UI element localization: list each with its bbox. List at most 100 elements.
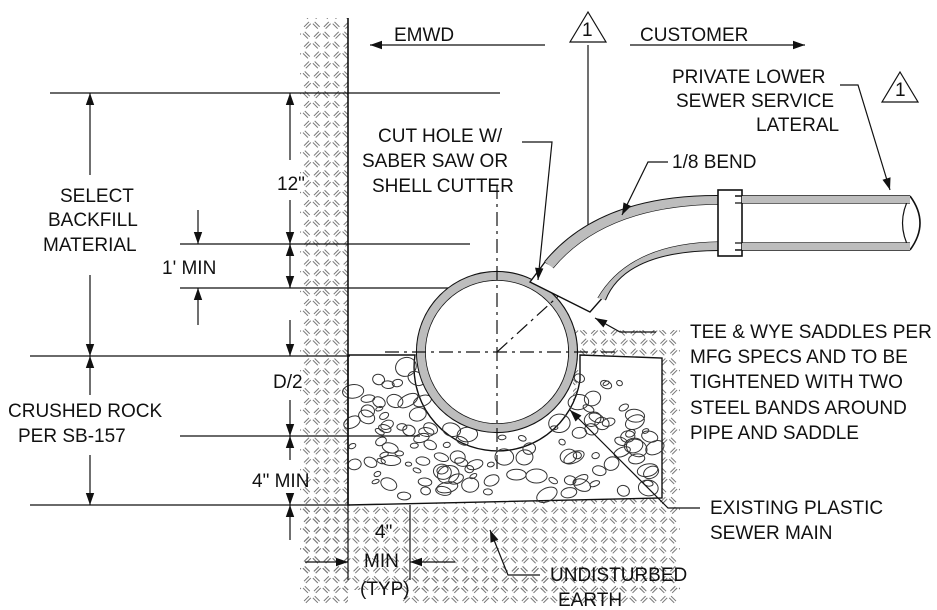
gravel-stone [548, 413, 571, 434]
label-main-1: EXISTING PLASTIC [710, 498, 883, 519]
gravel-stone [448, 473, 464, 485]
gravel-stone [386, 393, 404, 409]
gravel-stone [343, 415, 361, 430]
sewer-main-pipe [385, 185, 620, 470]
gravel-stone [395, 356, 417, 377]
label-customer: CUSTOMER [640, 25, 748, 46]
gravel-stone [466, 459, 484, 471]
gravel-stone [559, 448, 578, 464]
revision-triangle-2 [880, 70, 920, 103]
gravel-stone [623, 437, 644, 454]
rev-mark-2: 1 [895, 80, 906, 101]
gravel-stone [415, 456, 431, 466]
gravel-stone [522, 442, 537, 455]
label-earth-2: EARTH [558, 590, 622, 610]
gravel-stone [483, 474, 500, 487]
label-dim-4min: 4" MIN [252, 471, 309, 492]
label-cut-3: SHELL CUTTER [372, 176, 514, 197]
label-tee-1: TEE & WYE SADDLES PER [690, 322, 932, 343]
gravel-stone [381, 442, 399, 454]
gravel-stone [455, 435, 469, 446]
gravel-stone [469, 472, 478, 480]
gravel-stone [371, 478, 380, 485]
label-dim-typ: (TYP) [360, 579, 410, 600]
leaders [489, 84, 891, 576]
gravel-stone [572, 451, 582, 460]
label-tee-3: TIGHTENED WITH TWO [690, 372, 903, 393]
label-cut-2: SABER SAW OR [362, 151, 508, 172]
gravel-stone [373, 470, 382, 478]
dimension-lines [30, 92, 500, 580]
gravel-stone [592, 465, 607, 477]
gravel-stone [372, 396, 386, 408]
gravel-stone [396, 423, 408, 431]
gravel-stone [558, 438, 566, 446]
gravel-stone [380, 419, 394, 430]
gravel-stone [442, 422, 462, 438]
gravel-stone [548, 476, 559, 485]
revision-triangle [568, 10, 608, 43]
crushed-rock-bedding [342, 354, 665, 506]
gravel-stone [436, 481, 459, 494]
rev-mark-1: 1 [582, 20, 593, 41]
gravel-stone [442, 441, 451, 449]
property-division [370, 10, 920, 225]
label-select-3: MATERIAL [43, 235, 137, 256]
gravel-stone [381, 380, 395, 390]
gravel-stone [464, 464, 475, 474]
gravel-stone [494, 448, 515, 466]
gravel-stone [423, 422, 439, 435]
label-private-2: SEWER SERVICE [676, 91, 834, 112]
gravel-stone [641, 430, 659, 443]
gravel-stone [641, 428, 650, 434]
gravel-stone [432, 463, 452, 480]
gravel-stone [358, 409, 376, 425]
gravel-stone [412, 467, 422, 474]
gravel-stone [603, 456, 620, 471]
gravel-stone [486, 461, 495, 468]
gravel-stone [342, 384, 365, 399]
label-tee-2: MFG SPECS AND TO BE [690, 347, 908, 368]
gravel-stone [613, 446, 631, 458]
label-private-1: PRIVATE LOWER [672, 67, 825, 88]
gravel-stone [567, 393, 590, 411]
label-select-2: BACKFILL [48, 210, 138, 231]
gravel-stone [420, 486, 431, 496]
gravel-stone [404, 461, 413, 467]
gravel-stone [588, 412, 604, 424]
label-dim-1min: 1' MIN [162, 258, 216, 279]
gravel-stone [380, 477, 398, 491]
gravel-stone [571, 426, 588, 439]
gravel-stone [637, 479, 659, 497]
gravel-stone [391, 378, 404, 388]
gravel-stone [583, 390, 602, 407]
gravel-stone [376, 457, 386, 465]
gravel-stone [380, 454, 402, 467]
gravel-stone [625, 438, 648, 458]
label-rock-1: CRUSHED ROCK [8, 401, 162, 422]
gravel-stone [563, 450, 585, 465]
gravel-stone [550, 425, 559, 431]
gravel-stone [584, 423, 599, 436]
gravel-stone [525, 468, 548, 484]
gravel-stone [397, 491, 412, 501]
gravel-stone [573, 478, 592, 492]
label-main-2: SEWER MAIN [710, 523, 832, 544]
gravel-stone [374, 427, 385, 436]
gravel-stone [423, 439, 437, 451]
gravel-stone [573, 373, 585, 384]
gravel-stone [636, 463, 659, 478]
gravel-stone [591, 452, 600, 460]
gravel-stone [517, 434, 527, 442]
gravel-stone [379, 411, 390, 420]
label-select-1: SELECT [60, 186, 134, 207]
label-rock-2: PER SB-157 [18, 426, 126, 447]
label-cut-1: CUT HOLE W/ [378, 126, 503, 147]
gravel-stone [375, 405, 384, 412]
gravel-stone [409, 442, 419, 449]
gravel-stone [624, 408, 646, 423]
gravel-stone [560, 487, 578, 499]
gravel-stone [600, 379, 613, 390]
